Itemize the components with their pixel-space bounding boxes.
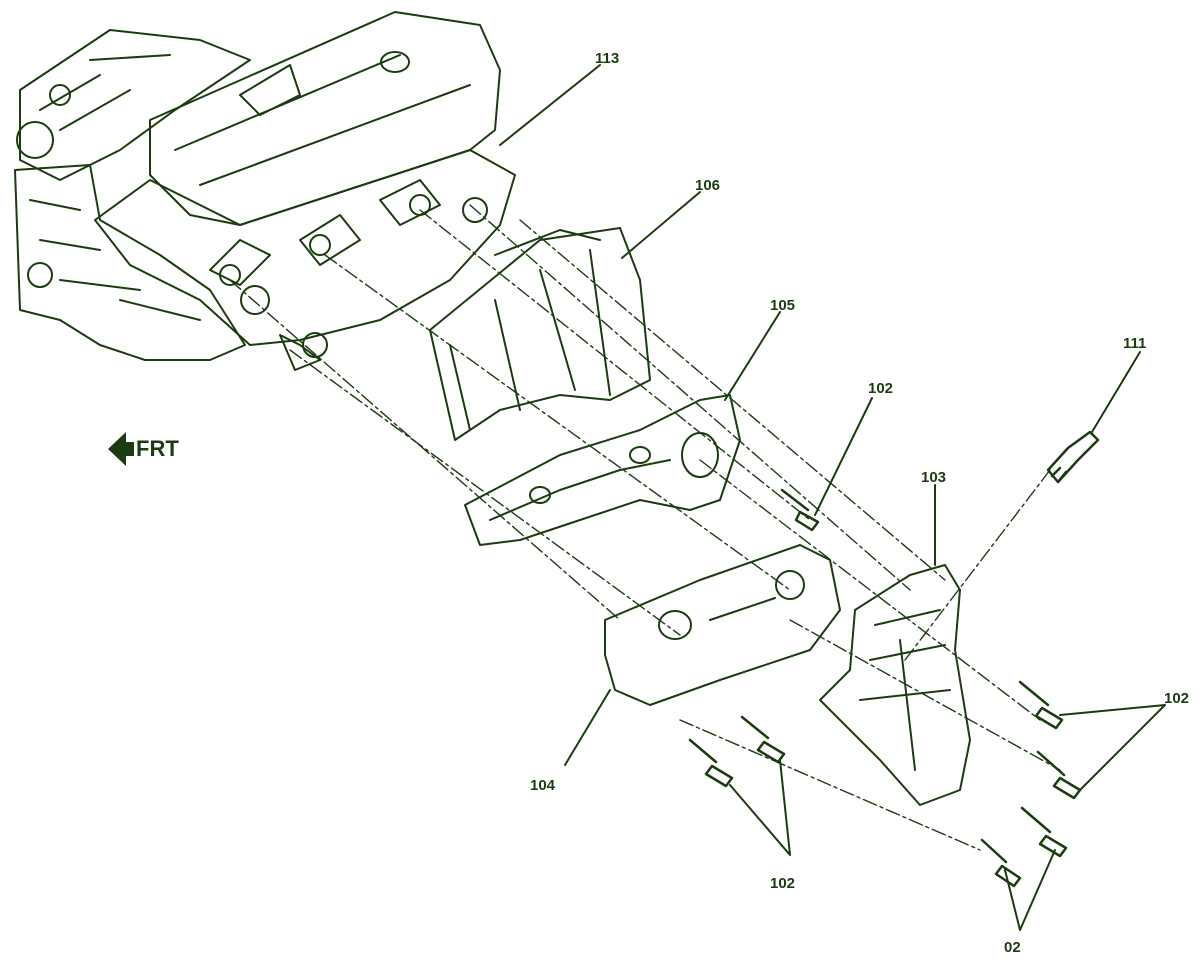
alignment-line xyxy=(289,349,681,636)
exhaust-port xyxy=(240,285,270,315)
cylinder-head-detail xyxy=(209,179,441,371)
manifold-104 xyxy=(604,544,841,706)
bolt xyxy=(740,715,786,764)
alignment-line xyxy=(469,204,911,591)
valve-cover-ridge xyxy=(174,54,471,186)
leader-102a xyxy=(814,397,873,516)
bolt xyxy=(1036,750,1082,800)
cylinder-head xyxy=(94,149,516,346)
front-label: FRT xyxy=(136,436,179,461)
leader-102c xyxy=(729,759,791,856)
leader-111 xyxy=(1091,351,1141,433)
heat-shield-106 xyxy=(429,227,651,441)
manifold-outlet xyxy=(681,432,719,478)
shield-103 xyxy=(819,564,971,806)
engine-block xyxy=(14,164,246,361)
exhaust-manifold-105 xyxy=(464,394,741,546)
bolt-set xyxy=(688,488,1082,888)
bolt xyxy=(1020,806,1068,858)
leader-02 xyxy=(1004,849,1056,931)
leader-104 xyxy=(564,689,611,766)
exhaust-port xyxy=(462,197,488,223)
manifold-104-port xyxy=(775,570,805,600)
exhaust-port xyxy=(302,332,328,358)
alignment-line xyxy=(324,254,791,591)
shield-103-edge xyxy=(859,609,951,771)
manifold-104-body xyxy=(604,544,841,706)
callout-106: 106 xyxy=(695,177,720,194)
sensor-thread xyxy=(1050,466,1068,484)
engine-assembly xyxy=(14,11,516,371)
manifold-body xyxy=(464,394,741,546)
spark-plug-port xyxy=(409,194,431,216)
valve-cover xyxy=(149,11,501,226)
leader-106 xyxy=(621,191,701,259)
bolt xyxy=(688,738,734,788)
arrow-left-icon xyxy=(108,432,134,466)
heat-shield-ribs xyxy=(449,229,611,431)
callout-102-right: 102 xyxy=(1164,690,1189,707)
manifold-104-groove xyxy=(709,597,776,621)
alignment-line xyxy=(419,209,811,521)
callout-103: 103 xyxy=(921,469,946,486)
leader-102b xyxy=(1059,704,1166,791)
bolt xyxy=(980,838,1022,888)
engine-block-detail xyxy=(29,199,201,321)
sensor-body xyxy=(1046,430,1100,484)
alignment-line xyxy=(789,619,1061,771)
callout-104: 104 xyxy=(530,777,556,794)
manifold-flange-hole xyxy=(629,446,651,464)
shield-103-body xyxy=(819,564,971,806)
callout-102-lower: 102 xyxy=(770,875,795,892)
manifold-runner xyxy=(489,459,671,521)
alignment-line xyxy=(679,719,981,851)
valve-cover-cap xyxy=(380,51,410,73)
front-indicator: FRT xyxy=(108,432,179,466)
alignment-lines xyxy=(229,204,1061,851)
manifold-port xyxy=(16,121,54,159)
oxygen-sensor-111 xyxy=(1046,430,1100,484)
block-boss xyxy=(27,262,53,288)
alignment-line xyxy=(229,279,621,621)
spark-plug-port xyxy=(309,234,331,256)
spark-plug-port xyxy=(219,264,241,286)
manifold-port xyxy=(49,84,71,106)
callout-111: 111 xyxy=(1123,335,1146,352)
alignment-line xyxy=(904,469,1051,661)
callout-labels: 113 106 105 111 102 103 102 104 102 02 xyxy=(530,50,1189,956)
leader-113 xyxy=(499,64,601,146)
callout-102-upper: 102 xyxy=(868,380,893,397)
bolt xyxy=(1018,680,1064,730)
intake-manifold xyxy=(19,29,251,181)
leader-lines xyxy=(499,64,1166,931)
bolt xyxy=(780,488,820,532)
callout-02: 02 xyxy=(1004,939,1021,956)
leader-105 xyxy=(724,311,781,401)
manifold-104-port xyxy=(658,610,692,640)
callout-113: 113 xyxy=(595,50,619,67)
callout-105: 105 xyxy=(770,297,795,314)
alignment-line xyxy=(519,219,946,581)
alignment-line xyxy=(699,459,1041,721)
